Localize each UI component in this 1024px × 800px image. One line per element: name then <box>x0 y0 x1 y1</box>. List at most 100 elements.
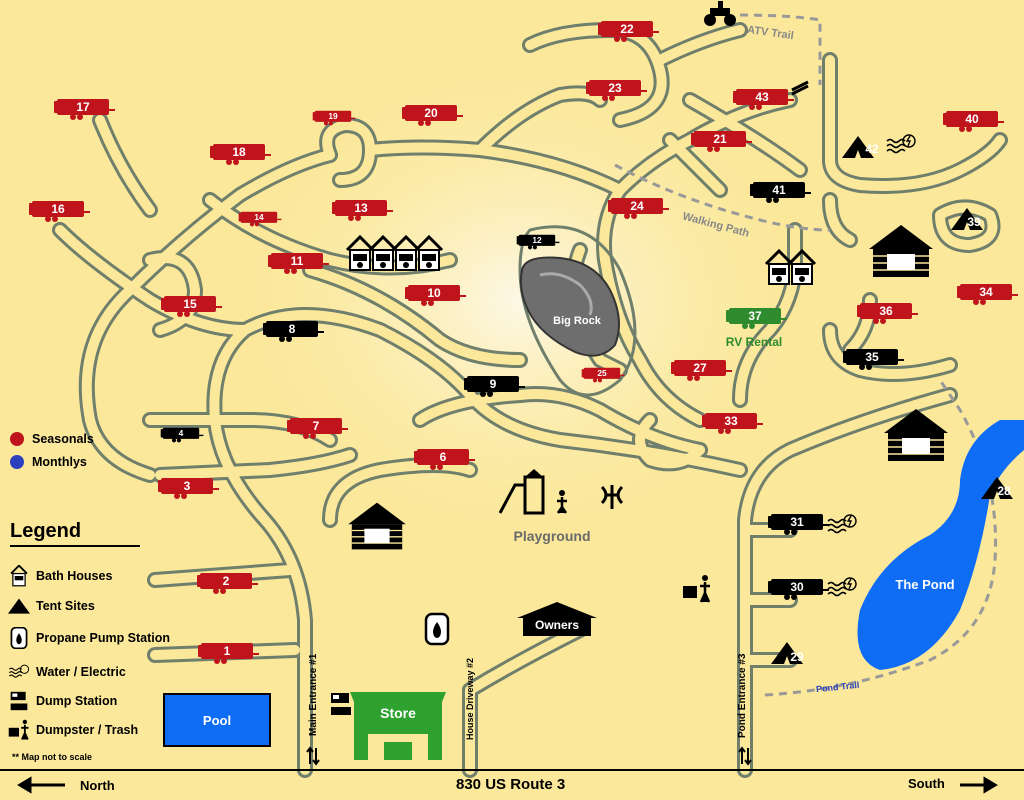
big-rock-loop <box>518 225 637 397</box>
site-39[interactable]: 39 <box>951 208 983 230</box>
the-pond <box>857 420 1024 670</box>
route-label: 830 US Route 3 <box>456 776 566 793</box>
legend-water-electric-label: Water / Electric <box>36 665 126 679</box>
site-5[interactable]: 5 <box>347 501 407 551</box>
svg-text:20: 20 <box>424 106 438 120</box>
svg-text:7: 7 <box>313 419 320 433</box>
site-11[interactable]: 11 <box>268 253 329 274</box>
site-33[interactable]: 33 <box>702 413 763 434</box>
svg-text:10: 10 <box>427 286 441 300</box>
key-seasonals: Seasonals <box>10 432 94 446</box>
site-23[interactable]: 23 <box>586 80 647 101</box>
tent-icon <box>8 595 30 617</box>
site-37[interactable]: 37 <box>726 308 787 329</box>
key-monthlys-label: Monthlys <box>32 455 87 469</box>
site-32[interactable]: 32 <box>883 408 949 462</box>
svg-text:19: 19 <box>328 111 338 121</box>
site-6[interactable]: 6 <box>414 449 475 470</box>
north-label: North <box>80 778 115 793</box>
south-label: South <box>908 776 945 791</box>
dump-station-icon[interactable] <box>331 693 351 715</box>
site-30[interactable]: 30 <box>768 579 829 600</box>
legend-bath-houses-label: Bath Houses <box>36 569 113 583</box>
site-34[interactable]: 34 <box>957 284 1018 305</box>
svg-text:37: 37 <box>748 309 762 323</box>
site-25[interactable]: 25 <box>581 367 625 383</box>
site-18[interactable]: 18 <box>210 144 271 165</box>
site-36[interactable]: 36 <box>857 303 918 324</box>
site-2[interactable]: 2 <box>197 573 258 594</box>
svg-text:32: 32 <box>909 440 923 454</box>
svg-text:30: 30 <box>790 580 804 594</box>
site-10[interactable]: 10 <box>405 285 466 306</box>
svg-text:43: 43 <box>755 90 769 104</box>
pond-entrance-arrows <box>738 746 752 766</box>
svg-text:40: 40 <box>965 112 979 126</box>
walking-path-line <box>614 163 831 232</box>
svg-text:27: 27 <box>693 361 707 375</box>
site-24[interactable]: 24 <box>608 198 669 219</box>
site-43[interactable]: 43 <box>733 89 794 110</box>
svg-text:33: 33 <box>724 414 738 428</box>
north-arrow-icon <box>17 776 65 794</box>
site-14[interactable]: 14 <box>238 211 282 227</box>
site-21[interactable]: 21 <box>691 131 752 152</box>
svg-text:29: 29 <box>790 650 804 664</box>
site-41[interactable]: 41 <box>750 182 811 203</box>
site-16[interactable]: 16 <box>29 201 90 222</box>
svg-text:1: 1 <box>224 644 231 658</box>
svg-text:28: 28 <box>997 484 1011 498</box>
site-40[interactable]: 40 <box>943 111 1004 132</box>
site-8[interactable]: 8 <box>263 321 324 342</box>
site-12[interactable]: 12 <box>516 234 560 250</box>
rv-rental-label: RV Rental <box>726 335 782 349</box>
svg-text:31: 31 <box>790 515 804 529</box>
legend-title: Legend <box>10 520 140 547</box>
legend-propane: Propane Pump Station <box>8 627 170 649</box>
site-3[interactable]: 3 <box>158 478 219 499</box>
svg-text:12: 12 <box>532 235 542 245</box>
owners-house[interactable]: Owners <box>517 602 597 636</box>
propane-icon[interactable] <box>424 612 450 646</box>
site-22[interactable]: 22 <box>598 21 659 42</box>
svg-text:39: 39 <box>967 215 981 229</box>
svg-text:2: 2 <box>223 574 230 588</box>
site-28[interactable]: 28 <box>981 477 1013 499</box>
water-electric-icon <box>8 661 30 683</box>
site-31[interactable]: 31 <box>768 514 829 535</box>
site-27[interactable]: 27 <box>671 360 732 381</box>
site-29[interactable]: 29 <box>771 642 804 664</box>
site-35[interactable]: 35 <box>843 349 904 370</box>
svg-text:4: 4 <box>179 428 184 438</box>
site-15[interactable]: 15 <box>161 296 222 317</box>
site-17[interactable]: 17 <box>54 99 115 120</box>
svg-text:34: 34 <box>979 285 993 299</box>
store-building[interactable]: Store <box>350 692 446 760</box>
legend-tent-sites: Tent Sites <box>8 595 95 617</box>
dumpster-icon[interactable] <box>683 575 711 603</box>
site-20[interactable]: 20 <box>402 105 463 126</box>
main-entrance-label: Main Entrance #1 <box>308 653 319 736</box>
site-9[interactable]: 9 <box>464 376 525 397</box>
site-38[interactable]: 38 <box>868 224 934 278</box>
svg-text:23: 23 <box>608 81 622 95</box>
site-42[interactable]: 42 <box>842 136 879 158</box>
svg-text:11: 11 <box>291 254 304 268</box>
site-4[interactable]: 4 <box>160 427 204 443</box>
site-13[interactable]: 13 <box>332 200 393 221</box>
legend-dump-station-label: Dump Station <box>36 694 118 708</box>
svg-text:9: 9 <box>490 377 497 391</box>
playground-icon <box>498 469 624 515</box>
site-1[interactable]: 1 <box>198 643 259 664</box>
site-19[interactable]: 19 <box>312 110 356 126</box>
svg-text:5: 5 <box>374 531 380 543</box>
store-label: Store <box>380 705 416 721</box>
svg-text:38: 38 <box>894 256 908 270</box>
pond-trail-label: Pond Trail <box>816 680 860 694</box>
site-7[interactable]: 7 <box>287 418 348 439</box>
legend-dump-station: Dump Station <box>8 690 117 712</box>
seasonal-dot <box>10 432 24 446</box>
pool[interactable]: Pool <box>163 693 271 747</box>
map-note: ** Map not to scale <box>12 752 93 762</box>
key-monthlys: Monthlys <box>10 455 87 469</box>
